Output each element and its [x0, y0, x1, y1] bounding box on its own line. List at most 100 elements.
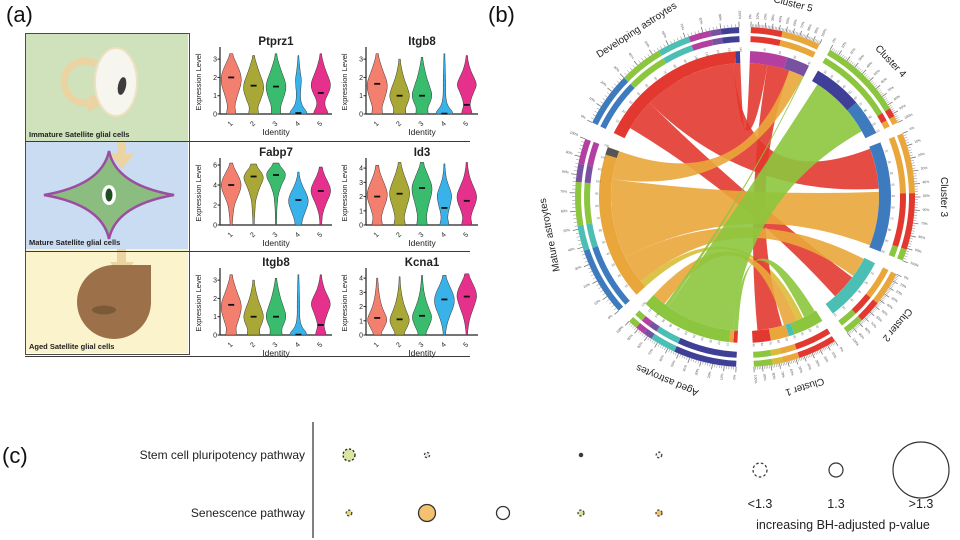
tick-mark — [679, 354, 681, 358]
tick-mark — [807, 36, 810, 40]
outer-tick-label: 0% — [831, 37, 837, 43]
tick-mark — [910, 235, 916, 238]
inner-tick-label: 110 — [704, 52, 709, 58]
tick-mark — [869, 77, 874, 82]
tick-mark — [672, 351, 675, 355]
tick-mark — [877, 88, 880, 91]
inner-tick-label: 70 — [768, 341, 773, 345]
tick-mark — [838, 50, 842, 56]
inner-tick-label: 20 — [887, 160, 891, 165]
tick-mark — [604, 95, 608, 98]
outer-tick-label: 30% — [858, 54, 865, 62]
tick-mark — [580, 250, 584, 252]
outer-tick-label: 50% — [798, 366, 804, 374]
tick-mark — [582, 254, 586, 256]
inner-tick-label: 80 — [888, 228, 892, 233]
y-tick-label: 0 — [213, 223, 217, 230]
outer-tick-label: 40% — [866, 61, 874, 69]
tick-mark — [908, 243, 912, 245]
x-tick-label: 2 — [395, 120, 403, 128]
inner-tick-label: 60 — [598, 228, 602, 233]
tick-mark — [702, 361, 704, 365]
tick-mark — [846, 56, 851, 62]
x-tick-label: 3 — [272, 341, 280, 349]
tick-mark — [843, 55, 846, 59]
inner-tick-label: 90 — [595, 192, 599, 196]
plot-title: Ptprz1 — [258, 36, 294, 48]
outer-tick-label: 60% — [661, 31, 668, 39]
inner-tick-label: 20 — [717, 341, 722, 345]
sector-inner-band — [811, 70, 857, 111]
sector-ring-segment — [656, 326, 681, 344]
tick-mark — [633, 60, 638, 66]
outer-tick-label: 100% — [851, 337, 859, 346]
tick-mark — [611, 86, 615, 89]
tick-mark — [574, 166, 578, 168]
y-tick-label: 1 — [359, 318, 363, 325]
inner-tick-label: 140 — [739, 47, 743, 52]
sector-label-cluster3: Cluster 3 — [938, 177, 949, 217]
violin-shape — [265, 53, 287, 115]
tick-mark — [654, 342, 658, 348]
tick-mark — [907, 147, 911, 149]
inner-tick-label: 40 — [606, 251, 611, 256]
tick-mark — [583, 264, 590, 268]
sector-ring-segment — [663, 45, 694, 64]
x-tick-label: 1 — [373, 341, 381, 349]
violin-shape — [243, 279, 264, 336]
outer-tick-label: 60% — [789, 368, 795, 376]
inner-tick-label: 40 — [807, 61, 812, 66]
chord-ribbon-cluster1-to-aged — [733, 258, 815, 331]
tick-mark — [798, 32, 800, 36]
median-mark — [273, 315, 279, 318]
median-mark — [396, 318, 403, 321]
tick-mark — [893, 279, 897, 282]
sector-label-cluster5: Cluster 5 — [772, 0, 814, 15]
tick-mark — [851, 62, 854, 65]
chord-ribbon-mature-to-cluster5 — [612, 70, 803, 182]
tick-mark — [859, 68, 862, 72]
violin-shape — [434, 275, 455, 336]
inner-tick-label: 90 — [661, 318, 666, 323]
tick-mark — [805, 355, 808, 359]
tick-mark — [891, 282, 895, 285]
tick-mark — [815, 351, 817, 355]
tick-mark — [764, 22, 767, 29]
pathway-dot — [655, 451, 663, 459]
sector-ring-segment — [753, 349, 772, 358]
tick-mark — [906, 248, 913, 251]
tick-mark — [865, 316, 869, 319]
tick-mark — [791, 30, 793, 34]
tick-mark — [574, 225, 578, 227]
tick-mark — [690, 32, 693, 36]
tick-mark — [881, 93, 887, 97]
sector-inner-band — [869, 142, 891, 252]
violin-shape — [289, 55, 308, 115]
tick-mark — [897, 119, 903, 123]
pathway-dot — [577, 509, 585, 517]
tick-mark — [634, 328, 639, 334]
pathway-row-label: Senescence pathway — [191, 506, 305, 520]
sector-ring-segment — [881, 120, 890, 130]
median-mark — [317, 190, 324, 192]
tick-mark — [578, 243, 582, 245]
outer-tick-label: 60% — [875, 315, 883, 323]
inner-tick-label: 70 — [662, 70, 667, 75]
median-mark — [463, 295, 470, 298]
sector-ring-segment — [826, 49, 891, 112]
inner-tick-label: 130 — [604, 143, 610, 149]
tick-mark — [873, 83, 876, 86]
tick-mark — [892, 110, 899, 114]
inner-tick-label: 30 — [708, 339, 713, 343]
sector-ring-segment — [889, 116, 898, 126]
tick-mark — [778, 25, 781, 31]
inner-tick-label: 70 — [676, 327, 681, 332]
inner-tick-label: 70 — [890, 216, 894, 221]
tick-mark — [680, 36, 682, 40]
x-tick-label: 4 — [440, 120, 448, 128]
outer-tick-label: 50% — [785, 17, 791, 25]
tick-mark — [643, 334, 646, 338]
tick-mark — [792, 360, 794, 364]
inner-tick-label: 120 — [641, 301, 648, 308]
